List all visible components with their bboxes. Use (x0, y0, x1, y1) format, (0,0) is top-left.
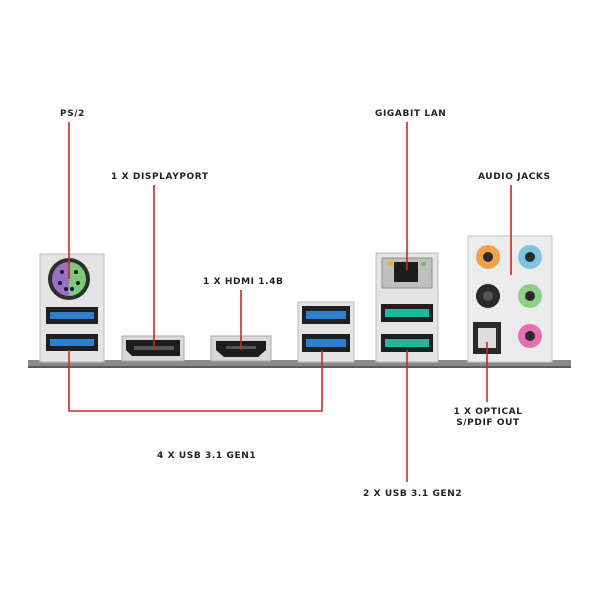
label-optical-line2: S/PDIF OUT (456, 418, 520, 428)
audio-jack-block (467, 235, 553, 363)
lan-usb-gen2-stack (375, 252, 439, 363)
label-usb-gen1: 4 X USB 3.1 GEN1 (157, 451, 257, 461)
displayport-port (121, 335, 185, 362)
label-audio-jacks: AUDIO JACKS (478, 172, 551, 182)
label-usb-gen2: 2 X USB 3.1 GEN2 (363, 489, 463, 499)
label-ps2: PS/2 (60, 109, 86, 119)
label-displayport: 1 X DISPLAYPORT (111, 172, 209, 182)
io-shield-plate (28, 360, 571, 368)
io-shield-plate-shade (28, 366, 571, 368)
ps2-usb-stack (39, 253, 105, 363)
usb-gen1-stack (297, 301, 355, 363)
label-hdmi: 1 X HDMI 1.4B (203, 277, 284, 287)
leader-usb-gen1 (68, 350, 323, 412)
label-optical: 1 X OPTICAL S/PDIF OUT (452, 407, 524, 429)
label-gigabit-lan: GIGABIT LAN (375, 109, 447, 119)
label-optical-line1: 1 X OPTICAL (453, 407, 523, 417)
